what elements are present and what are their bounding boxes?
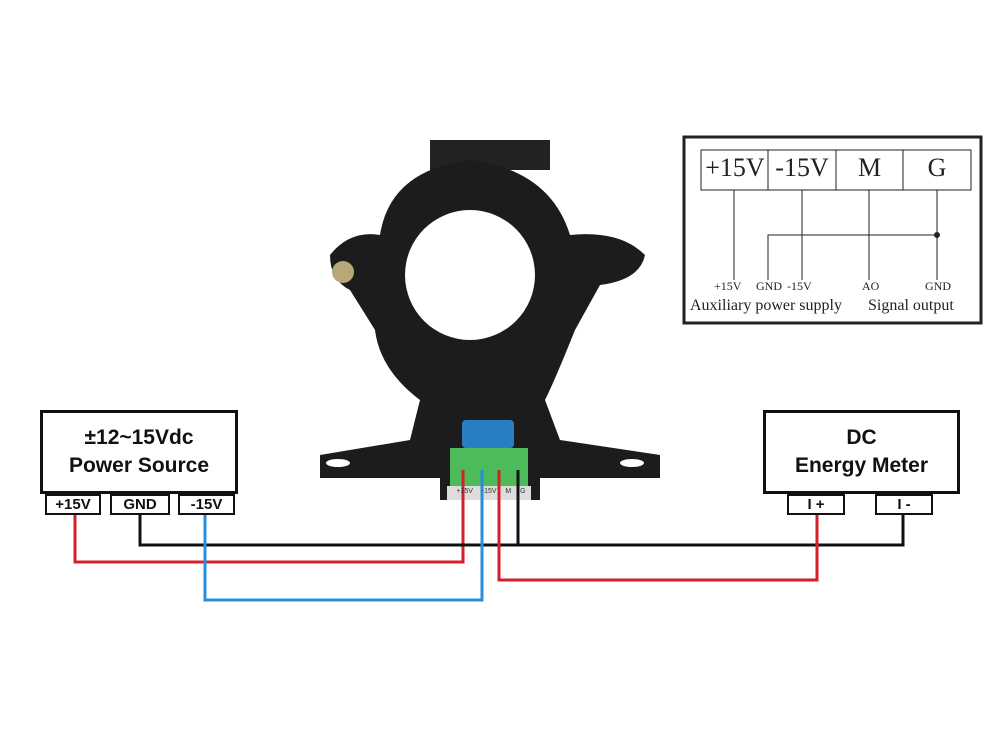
pin-label: AO (862, 279, 880, 293)
terminal-label: G (520, 488, 526, 495)
current-sensor (320, 140, 660, 500)
sensor-aperture (405, 210, 535, 340)
terminal-minus15v: -15V (178, 494, 235, 515)
pin-label: GND (756, 279, 782, 293)
mount-hole-right (620, 459, 644, 467)
pinout-diagram (682, 135, 983, 325)
screw-head (332, 261, 354, 283)
power-source-box: ±12~15Vdc Power Source (40, 410, 238, 494)
power-source-subtitle: Power Source (68, 454, 210, 477)
pinout-header: G (927, 153, 947, 182)
pinout-header: -15V (775, 153, 829, 182)
group-label-power: Auxiliary power supply (690, 297, 842, 314)
terminal-gnd: GND (110, 494, 170, 515)
wire-positive-15v (73, 470, 465, 564)
pin-label: -15V (787, 279, 812, 293)
terminal-label: +15V (456, 488, 473, 495)
pin-label: GND (925, 279, 951, 293)
wire-negative-15v (203, 470, 484, 602)
pinout-header: M (857, 153, 882, 182)
wire-signal (497, 470, 819, 582)
terminal-label: M (505, 488, 512, 495)
terminal-label: -15V (481, 488, 497, 495)
sensor-terminal-labels: +15V -15V M G (452, 488, 530, 495)
wire-ground (138, 515, 905, 547)
potentiometers (462, 420, 514, 448)
group-label-signal: Signal output (868, 297, 954, 314)
energy-meter-title: DC (846, 426, 877, 449)
terminal-i-minus: I - (875, 494, 933, 515)
mount-hole-left (326, 459, 350, 467)
wires (73, 470, 905, 602)
energy-meter-box: DC Energy Meter (763, 410, 960, 494)
terminal-i-plus: I + (787, 494, 845, 515)
pinout-header: +15V (705, 153, 765, 182)
energy-meter-subtitle: Energy Meter (794, 454, 929, 477)
power-source-title: ±12~15Vdc (84, 426, 194, 449)
pin-label: +15V (714, 279, 742, 293)
terminal-plus15v: +15V (45, 494, 101, 515)
